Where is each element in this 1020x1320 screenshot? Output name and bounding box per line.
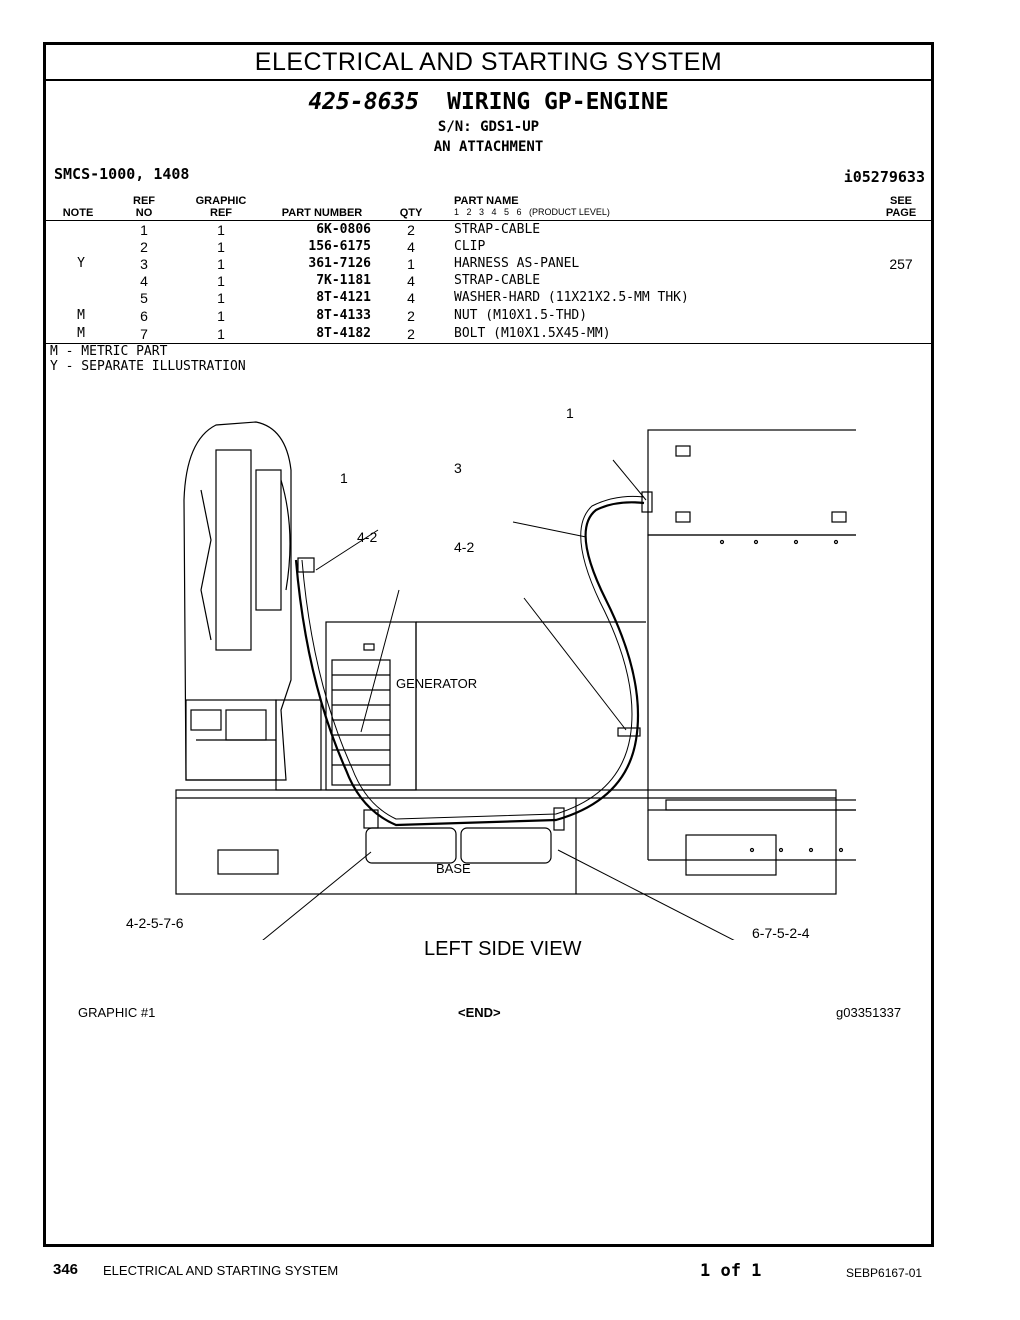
graphic-ref-cell: 1 — [217, 290, 225, 306]
part-name-cell: STRAP-CABLE — [454, 222, 541, 237]
callout-1: 1 — [340, 470, 348, 486]
graphic-ref-cell: 1 — [217, 239, 225, 255]
footer-section: ELECTRICAL AND STARTING SYSTEM — [103, 1263, 339, 1278]
ref-cell: 2 — [140, 239, 148, 255]
qty-cell: 4 — [407, 239, 415, 255]
callout-6-7-5-2-4: 6-7-5-2-4 — [752, 925, 810, 941]
graphic-ref-cell: 1 — [217, 308, 225, 324]
part-name-cell: HARNESS AS-PANEL — [454, 256, 580, 271]
col-graphic-bottom: REF — [210, 207, 232, 219]
qty-cell: 4 — [407, 273, 415, 289]
part-number-cell: 8T-4182 — [316, 326, 371, 341]
table-row: 4 1 7K-1181 4 STRAP-CABLE — [46, 273, 931, 290]
part-name-cell: BOLT (M10X1.5X45-MM) — [454, 326, 611, 341]
table-row: Y 3 1 361-7126 1 HARNESS AS-PANEL 257 — [46, 256, 931, 273]
qty-cell: 2 — [407, 308, 415, 324]
ref-cell: 4 — [140, 273, 148, 289]
qty-cell: 4 — [407, 290, 415, 306]
ref-cell: 7 — [140, 326, 148, 342]
base-frame — [175, 789, 837, 895]
base-label: BASE — [436, 861, 471, 876]
callout-3: 3 — [454, 460, 462, 476]
header-rule — [46, 220, 931, 221]
note-cell: M — [77, 326, 85, 341]
note-cell: Y — [77, 256, 85, 271]
legend-metric: M - METRIC PART — [50, 344, 168, 359]
col-see-top: SEE — [889, 195, 912, 207]
radiator-box — [325, 621, 417, 791]
page-number: 346 — [53, 1261, 79, 1278]
col-ref-top: REF — [133, 195, 155, 207]
graphic-ref-cell: 1 — [217, 326, 225, 342]
qty-cell: 2 — [407, 222, 415, 238]
callout-1: 1 — [566, 405, 574, 421]
table-row: 5 1 8T-4121 4 WASHER-HARD (11X21X2.5-MM … — [46, 290, 931, 307]
section-title: ELECTRICAL AND STARTING SYSTEM — [46, 45, 931, 81]
part-name-cell: CLIP — [454, 239, 486, 254]
part-number-cell: 8T-4133 — [316, 308, 371, 323]
ref-cell: 5 — [140, 290, 148, 306]
engine-assembly — [183, 421, 322, 791]
col-qty: QTY — [399, 207, 423, 219]
qty-cell: 1 — [407, 256, 415, 272]
attachment-label: AN ATTACHMENT — [433, 139, 544, 155]
generator-label: GENERATOR — [396, 676, 478, 691]
part-number-cell: 6K-0806 — [316, 222, 371, 237]
col-product-level: 1 2 3 4 5 6 (PRODUCT LEVEL) — [454, 207, 610, 217]
table-row: M 6 1 8T-4133 2 NUT (M10X1.5-THD) — [46, 308, 931, 325]
part-number-cell: 8T-4121 — [316, 290, 371, 305]
leader-lines — [262, 459, 735, 940]
smcs-code: SMCS-1000, 1408 — [54, 165, 190, 183]
generator-housing — [415, 429, 856, 861]
serial-range: S/N: GDS1-UP — [437, 119, 540, 135]
page-of: 1 of 1 — [700, 1261, 762, 1281]
group-name: WIRING GP-ENGINE — [447, 89, 669, 115]
part-number-cell: 7K-1181 — [316, 273, 371, 288]
wiring-diagram — [175, 421, 856, 940]
ref-cell: 6 — [140, 308, 148, 324]
callout-4-2: 4-2 — [357, 529, 378, 545]
end-marker: <END> — [458, 1005, 501, 1020]
col-part-name: PART NAME — [454, 195, 519, 207]
graphic-ref-cell: 1 — [217, 222, 225, 238]
ref-cell: 1 — [140, 222, 148, 238]
harness-cable — [294, 491, 653, 831]
callout-4-2: 4-2 — [454, 539, 475, 555]
col-graphic-top: GRAPHIC — [195, 195, 247, 207]
col-part-number: PART NUMBER — [281, 207, 363, 219]
see-page-cell: 257 — [889, 256, 913, 272]
col-note: NOTE — [62, 207, 94, 219]
part-name-cell: NUT (M10X1.5-THD) — [454, 308, 588, 323]
col-ref-bottom: NO — [135, 207, 153, 219]
ref-cell: 3 — [140, 256, 148, 272]
group-number: 425-8635 — [308, 89, 420, 115]
legend-separate: Y - SEPARATE ILLUSTRATION — [50, 359, 246, 374]
part-number-cell: 361-7126 — [308, 256, 371, 271]
graphic-ref-cell: 1 — [217, 256, 225, 272]
note-cell: M — [77, 308, 85, 323]
part-number-cell: 156-6175 — [308, 239, 371, 254]
table-row: 2 1 156-6175 4 CLIP — [46, 239, 931, 256]
qty-cell: 2 — [407, 326, 415, 342]
table-row: 1 1 6K-0806 2 STRAP-CABLE — [46, 222, 931, 239]
col-see-bottom: PAGE — [885, 207, 917, 219]
group-title: 425-8635 WIRING GP-ENGINE — [46, 89, 931, 115]
view-label: LEFT SIDE VIEW — [424, 938, 582, 960]
doc-id: SEBP6167-01 — [846, 1266, 923, 1280]
part-name-cell: WASHER-HARD (11X21X2.5-MM THK) — [454, 290, 689, 305]
illustration-id: i05279633 — [843, 168, 925, 186]
graphic-ref-cell: 1 — [217, 273, 225, 289]
table-row: M 7 1 8T-4182 2 BOLT (M10X1.5X45-MM) — [46, 326, 931, 343]
table-bottom-rule — [46, 343, 931, 344]
graphic-number: GRAPHIC #1 — [78, 1005, 156, 1020]
graphic-id: g03351337 — [836, 1005, 902, 1020]
callout-4-2-5-7-6: 4-2-5-7-6 — [126, 915, 184, 931]
part-name-cell: STRAP-CABLE — [454, 273, 541, 288]
